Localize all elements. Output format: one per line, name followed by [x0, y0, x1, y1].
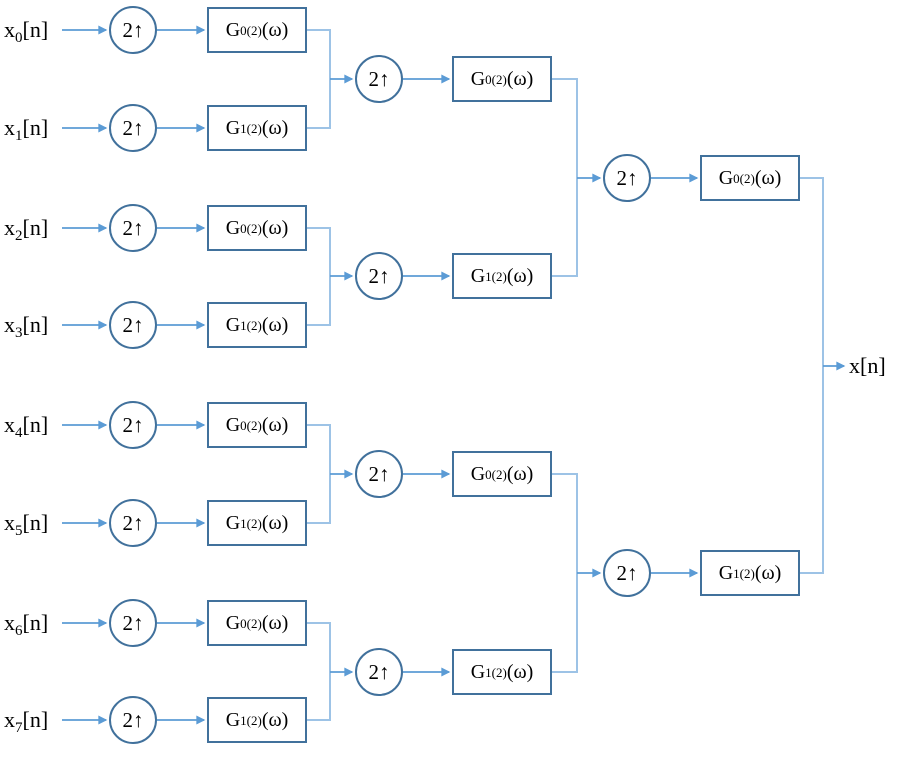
upsampler-circle-s1-r1: 2↑: [109, 104, 157, 152]
stage2-merge-elbows: [552, 78, 578, 673]
upsampler-circle-s2-p1: 2↑: [355, 252, 403, 300]
upsampler-circle-s1-r3: 2↑: [109, 301, 157, 349]
stage3-upsampler-to-filter-arrows: [651, 173, 699, 578]
upsampler-circle-s2-p0: 2↑: [355, 55, 403, 103]
input-label-x0: x0[n]: [4, 17, 49, 46]
upsampler-circle-s1-r5: 2↑: [109, 499, 157, 547]
upsampler-circle-s1-r2: 2↑: [109, 204, 157, 252]
stage1-merge-elbows: [307, 29, 331, 721]
input-label-x7: x7[n]: [4, 707, 49, 736]
upsampler-circle-s2-p3: 2↑: [355, 648, 403, 696]
stage1-upsampler-to-filter-arrows: [157, 25, 206, 725]
input-label-x3: x3[n]: [4, 312, 49, 341]
stage2-upsampler-to-filter-arrows: [403, 74, 451, 677]
stage2-input-arrows: [330, 74, 354, 677]
stage3-merge-elbows: [800, 177, 824, 574]
input-arrows: [62, 25, 108, 725]
input-label-x2: x2[n]: [4, 215, 49, 244]
upsampler-circle-s1-r0: 2↑: [109, 6, 157, 54]
upsampler-circle-s1-r6: 2↑: [109, 599, 157, 647]
stage3-input-arrows: [577, 173, 602, 578]
upsampler-circle-s2-p2: 2↑: [355, 450, 403, 498]
input-label-x6: x6[n]: [4, 610, 49, 639]
upsampler-circle-s1-r4: 2↑: [109, 401, 157, 449]
upsampler-circle-s3-h1: 2↑: [603, 549, 651, 597]
output-label: x[n]: [849, 353, 886, 378]
upsampler-circle-s1-r7: 2↑: [109, 696, 157, 744]
input-label-x5: x5[n]: [4, 510, 49, 539]
upsampler-circle-s3-h0: 2↑: [603, 154, 651, 202]
input-label-x4: x4[n]: [4, 412, 49, 441]
input-label-x1: x1[n]: [4, 115, 49, 144]
